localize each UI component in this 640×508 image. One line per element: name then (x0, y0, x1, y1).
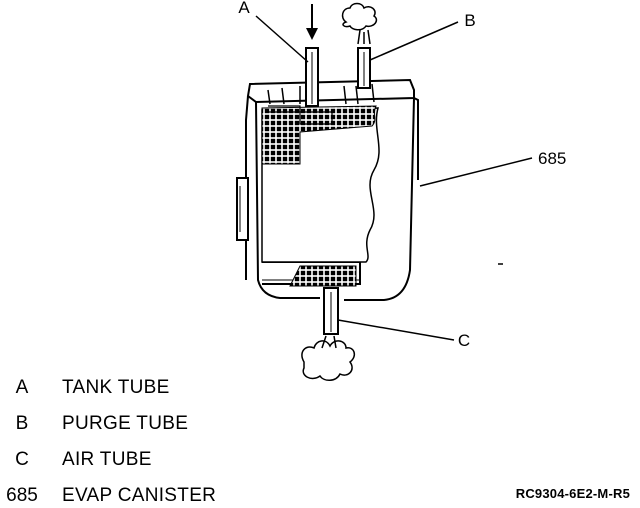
leader-line-685 (419, 157, 533, 187)
leader-line-a (255, 15, 309, 63)
legend-description: EVAP CANISTER (62, 485, 217, 506)
legend-row-c: C AIR TUBE (0, 448, 300, 472)
vapor-cloud-bottom-icon (301, 335, 356, 381)
leader-line-c (337, 319, 455, 341)
legend-row-685: 685 EVAP CANISTER (0, 484, 300, 508)
vapor-cloud-top-icon (341, 2, 378, 45)
legend-description: AIR TUBE (62, 449, 152, 470)
leader-line-b (369, 21, 459, 61)
legend-description: PURGE TUBE (62, 413, 189, 434)
air-tube (323, 287, 339, 335)
legend-row-a: A TANK TUBE (0, 376, 300, 400)
callout-b: B (464, 11, 475, 30)
legend-description: TANK TUBE (62, 377, 170, 398)
legend-key: B (15, 413, 29, 434)
legend-key: 685 (6, 485, 38, 506)
purge-tube (357, 47, 371, 89)
flow-arrow-icon (306, 4, 318, 40)
callout-685: 685 (538, 149, 566, 168)
legend-key: C (15, 449, 29, 470)
cutaway-interior (261, 83, 380, 287)
leader-lines (255, 15, 533, 341)
reference-code: RC9304-6E2-M-R5 (515, 486, 630, 501)
legend-row-b: B PURGE TUBE (0, 412, 300, 436)
legend-key: A (15, 377, 29, 398)
tank-tube (305, 47, 319, 107)
callout-c: C (458, 331, 470, 350)
callout-a: A (238, 0, 250, 17)
